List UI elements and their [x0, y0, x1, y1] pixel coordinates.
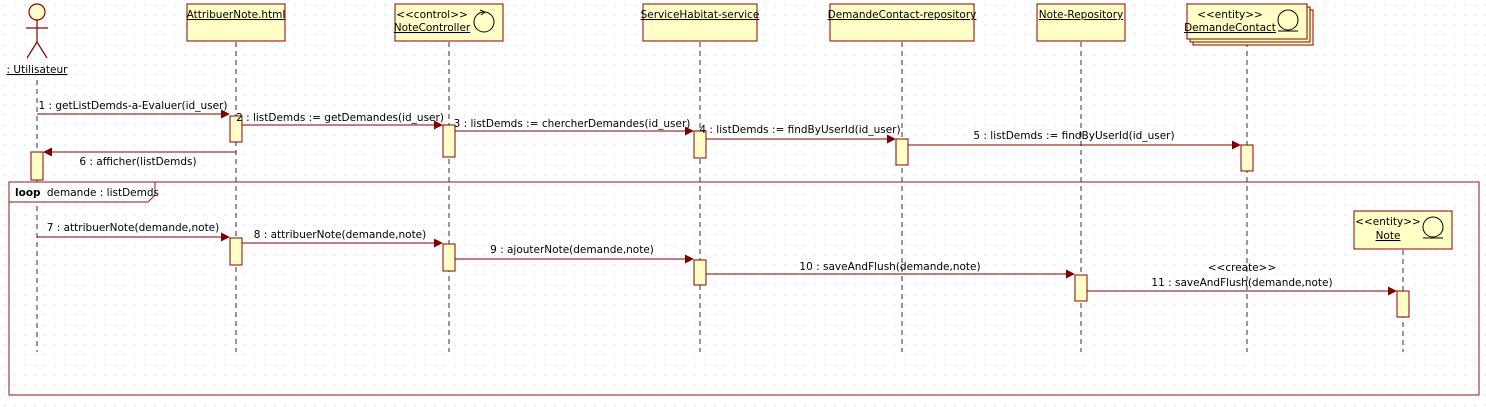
message-8-label: 8 : attribuerNote(demande,note) [254, 229, 427, 241]
message-labels: 1 : getListDemds-a-Evaluer(id_user) 2 : … [39, 100, 1333, 289]
lifeline-name-utilisateur: : Utilisateur [7, 64, 69, 76]
activation-bar [442, 124, 456, 158]
lifeline-lines [36, 42, 1404, 352]
activation-bar [442, 243, 456, 272]
message-5-label: 5 : listDemds := findByUserId(id_user) [973, 130, 1174, 142]
message-3-label: 3 : listDemds := chercherDemandes(id_use… [454, 118, 691, 130]
entity-icon [1422, 216, 1444, 239]
activation-bar [1074, 274, 1088, 302]
lifeline-name-service: ServiceHabitat-service [641, 9, 760, 21]
lifeline-name-noterepo: Note-Repository [1039, 9, 1123, 21]
lifeline-stereotype-controller: <<control>> [396, 9, 468, 21]
activation-bar [693, 259, 707, 286]
loop-frame [8, 181, 1480, 396]
activation-bar [895, 138, 909, 166]
activation-bar [229, 237, 243, 266]
activation-bars [30, 115, 1410, 318]
activation-bar [1396, 290, 1410, 318]
message-2-label: 2 : listDemds := getDemandes(id_user) [236, 112, 444, 124]
message-4-label: 4 : listDemds := findByUserId(id_user) [699, 124, 900, 136]
lifeline-demande[interactable]: <<entity>> DemandeContact [1184, 3, 1314, 46]
lifeline-box [394, 3, 504, 42]
activation-bar [693, 130, 707, 159]
loop-label-tab [8, 181, 156, 203]
message-11-label: 11 : saveAndFlush(demande,note) [1151, 277, 1332, 289]
lifeline-stereotype-demande: <<entity>> [1197, 9, 1263, 21]
message-10-label: 10 : saveAndFlush(demande,note) [799, 261, 980, 273]
lifeline-stereotype-note: <<entity>> [1355, 216, 1421, 228]
lifeline-name-demande: DemandeContact [1184, 22, 1276, 34]
control-icon [473, 9, 495, 33]
lifeline-service[interactable]: ServiceHabitat-service [641, 3, 760, 42]
lifeline-name-demrepo: DemandeContact-repository [828, 9, 977, 21]
activation-bar [229, 115, 243, 143]
lifeline-controller[interactable]: <<control>> NoteController [394, 3, 504, 42]
loop-operator: loop [15, 187, 41, 199]
lifeline-attribuer[interactable]: AttribuerNote.html [186, 3, 286, 42]
loop-fragment[interactable]: loop demande : listDemds [8, 181, 1480, 396]
activation-bar [1240, 144, 1254, 172]
lifeline-box [1036, 3, 1126, 42]
lifeline-box [642, 3, 758, 42]
message-9-label: 9 : ajouterNote(demande,note) [490, 244, 654, 256]
loop-label: loop demande : listDemds [15, 187, 159, 199]
lifeline-note[interactable]: <<entity>> Note [1353, 210, 1453, 250]
loop-guard: demande : listDemds [47, 187, 159, 199]
messages [37, 109, 1397, 296]
message-11-stereotype: <<create>> [1208, 262, 1277, 274]
lifeline-demrepo[interactable]: DemandeContact-repository [828, 3, 977, 42]
lifeline-name-attribuer: AttribuerNote.html [187, 9, 286, 21]
message-7-label: 7 : attribuerNote(demande,note) [47, 222, 220, 234]
lifeline-name-controller: NoteController [394, 22, 471, 34]
entity-icon [1277, 9, 1299, 32]
lifeline-utilisateur[interactable]: : Utilisateur [7, 3, 69, 76]
lifeline-name-note: Note [1376, 230, 1401, 242]
lifeline-box [186, 3, 286, 42]
lifeline-box [829, 3, 975, 42]
activation-bar [30, 151, 44, 181]
actor-icon [26, 3, 48, 59]
lifeline-noterepo[interactable]: Note-Repository [1036, 3, 1126, 42]
message-6-label: 6 : afficher(listDemds) [79, 156, 196, 168]
message-1-label: 1 : getListDemds-a-Evaluer(id_user) [39, 100, 228, 112]
